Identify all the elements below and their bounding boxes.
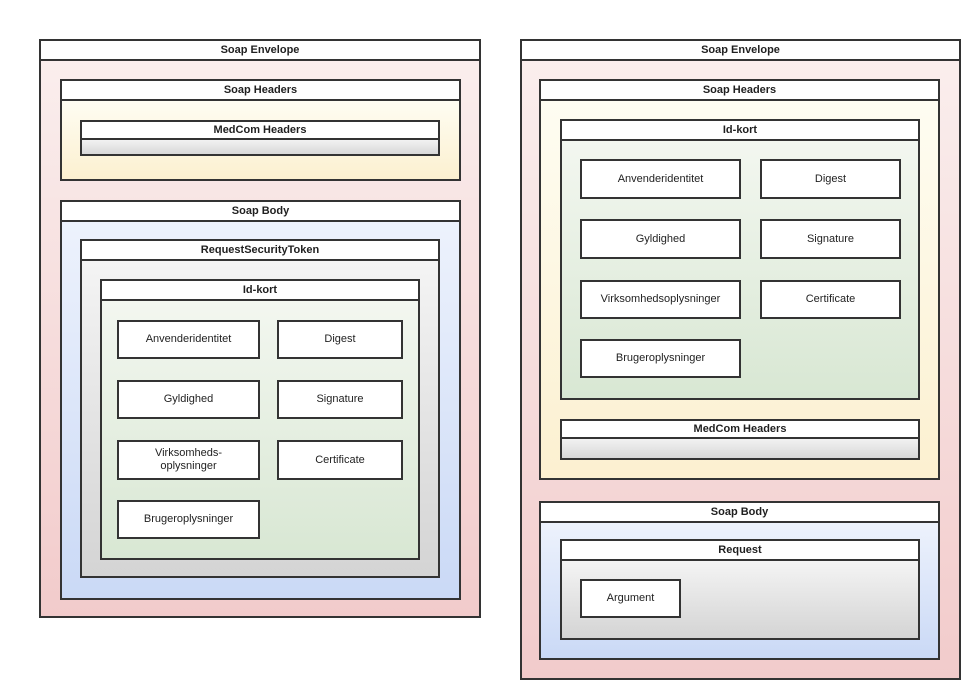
left-soap-headers-box: Soap Headers MedCom Headers (60, 79, 461, 181)
right-request-body: Argument (562, 561, 918, 638)
right-medcom-headers-box: MedCom Headers (560, 419, 920, 460)
left-item-brugeroplysninger: Brugeroplysninger (117, 500, 260, 539)
left-item-anvenderidentitet: Anvenderidentitet (117, 320, 260, 359)
right-item-argument: Argument (580, 579, 681, 618)
left-soap-envelope-header: Soap Envelope (41, 41, 479, 61)
left-soap-headers-header: Soap Headers (62, 81, 459, 101)
right-item-certificate: Certificate (760, 280, 901, 319)
right-id-kort-header: Id-kort (562, 121, 918, 141)
right-item-brugeroplysninger: Brugeroplysninger (580, 339, 741, 378)
right-soap-envelope-body: Soap Headers Id-kort Anvenderidentitet D… (522, 61, 959, 678)
left-item-signature: Signature (277, 380, 403, 419)
left-medcom-headers-header: MedCom Headers (82, 122, 438, 140)
right-soap-envelope-box: Soap Envelope Soap Headers Id-kort Anven… (520, 39, 961, 680)
left-item-virksomhedsoplysninger: Virksomheds- oplysninger (117, 440, 260, 480)
right-soap-body-header: Soap Body (541, 503, 938, 523)
right-request-header: Request (562, 541, 918, 561)
left-soap-body-body: RequestSecurityToken Id-kort Anvenderide… (62, 222, 459, 598)
right-item-digest: Digest (760, 159, 901, 199)
left-soap-body-header: Soap Body (62, 202, 459, 222)
right-soap-headers-body: Id-kort Anvenderidentitet Digest Gyldigh… (541, 101, 938, 478)
right-item-anvenderidentitet: Anvenderidentitet (580, 159, 741, 199)
right-item-signature: Signature (760, 219, 901, 259)
left-soap-body-box: Soap Body RequestSecurityToken Id-kort A… (60, 200, 461, 600)
right-soap-envelope-header: Soap Envelope (522, 41, 959, 61)
right-item-virksomhedsoplysninger: Virksomhedsoplysninger (580, 280, 741, 319)
left-id-kort-header: Id-kort (102, 281, 418, 301)
right-soap-headers-box: Soap Headers Id-kort Anvenderidentitet D… (539, 79, 940, 480)
left-id-kort-body: Anvenderidentitet Digest Gyldighed Signa… (102, 301, 418, 558)
left-soap-envelope-body: Soap Headers MedCom Headers Soap Body Re… (41, 61, 479, 616)
right-soap-body-box: Soap Body Request Argument (539, 501, 940, 660)
left-id-kort-box: Id-kort Anvenderidentitet Digest Gyldigh… (100, 279, 420, 560)
right-soap-headers-header: Soap Headers (541, 81, 938, 101)
left-request-security-token-header: RequestSecurityToken (82, 241, 438, 261)
right-id-kort-body: Anvenderidentitet Digest Gyldighed Signa… (562, 141, 918, 398)
right-soap-body-body: Request Argument (541, 523, 938, 658)
left-soap-headers-body: MedCom Headers (62, 101, 459, 179)
left-medcom-headers-box: MedCom Headers (80, 120, 440, 156)
right-id-kort-box: Id-kort Anvenderidentitet Digest Gyldigh… (560, 119, 920, 400)
left-soap-envelope-box: Soap Envelope Soap Headers MedCom Header… (39, 39, 481, 618)
right-request-box: Request Argument (560, 539, 920, 640)
right-medcom-headers-body (562, 439, 918, 458)
right-medcom-headers-header: MedCom Headers (562, 421, 918, 439)
left-medcom-headers-body (82, 140, 438, 154)
left-request-security-token-body: Id-kort Anvenderidentitet Digest Gyldigh… (82, 261, 438, 576)
right-item-gyldighed: Gyldighed (580, 219, 741, 259)
left-item-gyldighed: Gyldighed (117, 380, 260, 419)
left-request-security-token-box: RequestSecurityToken Id-kort Anvenderide… (80, 239, 440, 578)
left-item-digest: Digest (277, 320, 403, 359)
left-item-certificate: Certificate (277, 440, 403, 480)
